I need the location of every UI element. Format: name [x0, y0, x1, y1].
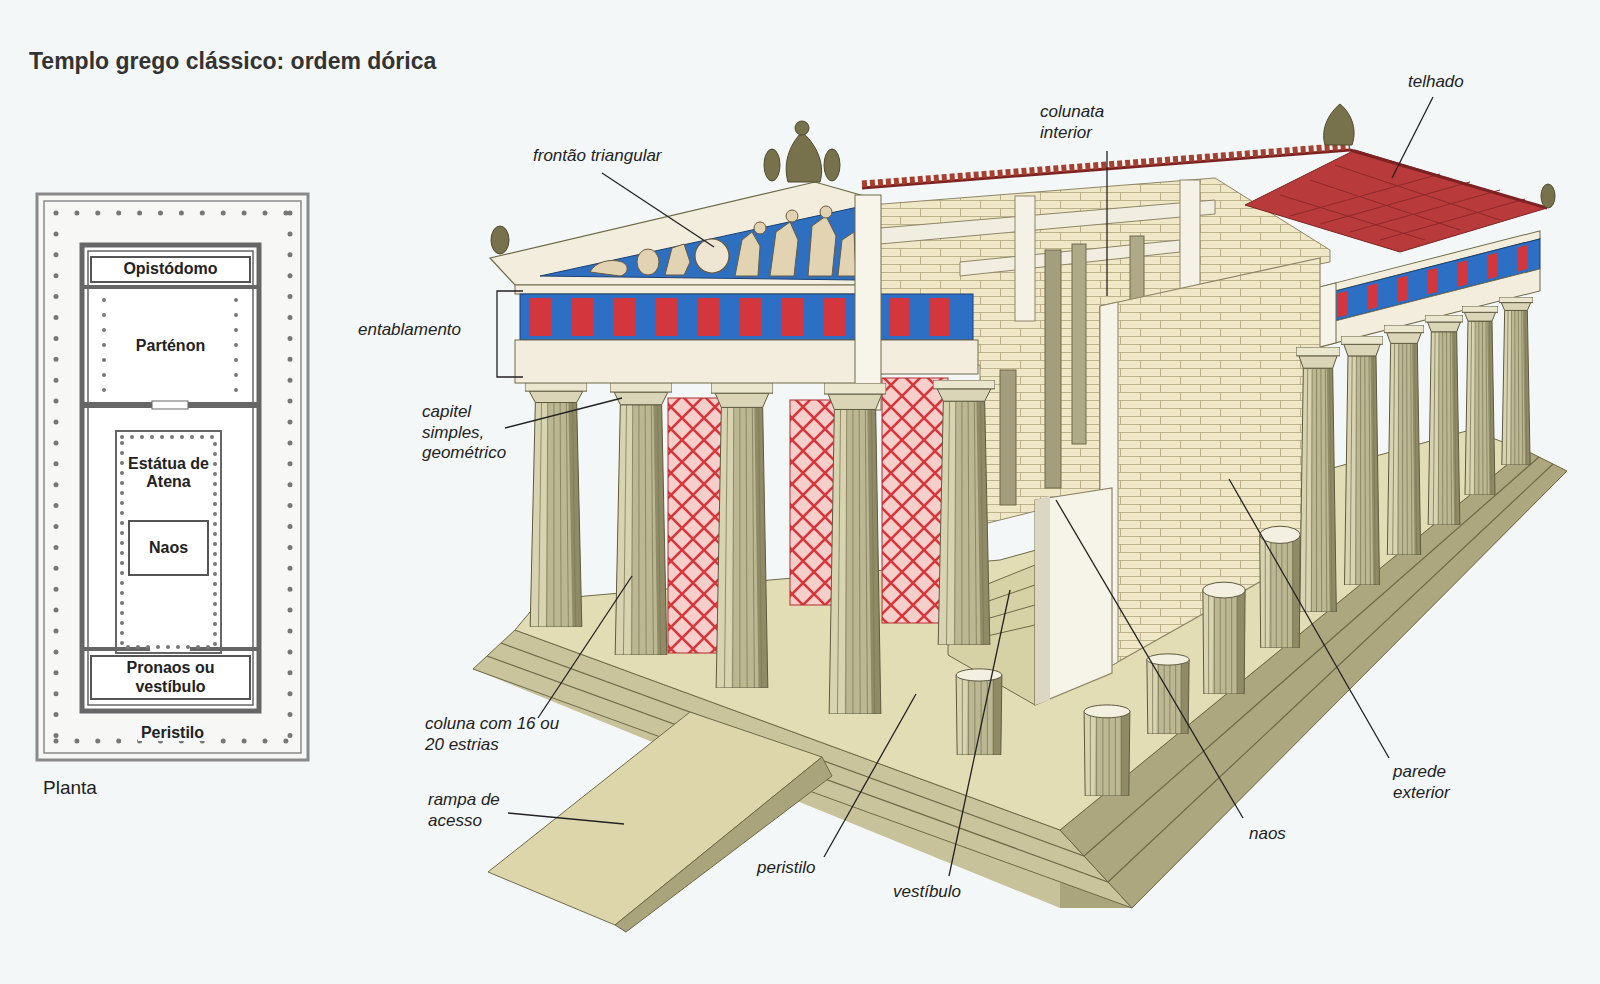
node-text: Naos: [149, 539, 188, 557]
text-patch: Peristilo: [138, 724, 207, 741]
part-label: colunata interior: [1040, 102, 1135, 143]
part-label: telhado: [1408, 72, 1464, 93]
node-text: Peristilo: [37, 724, 308, 742]
leader-lines: [497, 97, 1433, 876]
plan-room: Pronaos ou vestíbulo: [90, 655, 251, 700]
part-label: vestíbulo: [893, 882, 961, 903]
part-label: coluna com 16 ou 20 estrias: [425, 714, 565, 755]
floor-plan: [37, 194, 308, 760]
front-pediment: [490, 104, 1555, 410]
plan-room: Naos: [128, 520, 209, 576]
plan-caption: Planta: [43, 776, 97, 799]
plan-frame: Peristilo OpistódomoParténonEstátua de At…: [37, 194, 308, 760]
part-label: peristilo: [757, 858, 816, 879]
side-columns: [1296, 297, 1533, 612]
cella-wall: [948, 258, 1320, 705]
plan-room: Opistódomo: [90, 256, 251, 283]
part-label: capitel simples, geométrico: [422, 402, 527, 464]
cella-doors: [668, 378, 948, 653]
part-label: frontão triangular: [533, 146, 662, 167]
plan-colonnade: Estátua de AtenaNaos: [116, 431, 221, 653]
diagram-title: Templo grego clássico: ordem dórica: [29, 48, 436, 75]
node-text: Opistódomo: [123, 260, 217, 278]
plan-room: Parténon: [90, 290, 251, 402]
part-label: parede exterior: [1393, 762, 1475, 803]
broken-columns: [956, 526, 1300, 796]
part-label: naos: [1249, 824, 1286, 845]
front-columns: [525, 380, 995, 714]
part-label: entablamento: [358, 320, 461, 341]
node-text: Estátua de Atena: [116, 455, 221, 492]
node-text: Pronaos ou vestíbulo: [96, 659, 245, 696]
part-label: rampa de acesso: [428, 790, 518, 831]
node-text: Parténon: [136, 337, 205, 355]
